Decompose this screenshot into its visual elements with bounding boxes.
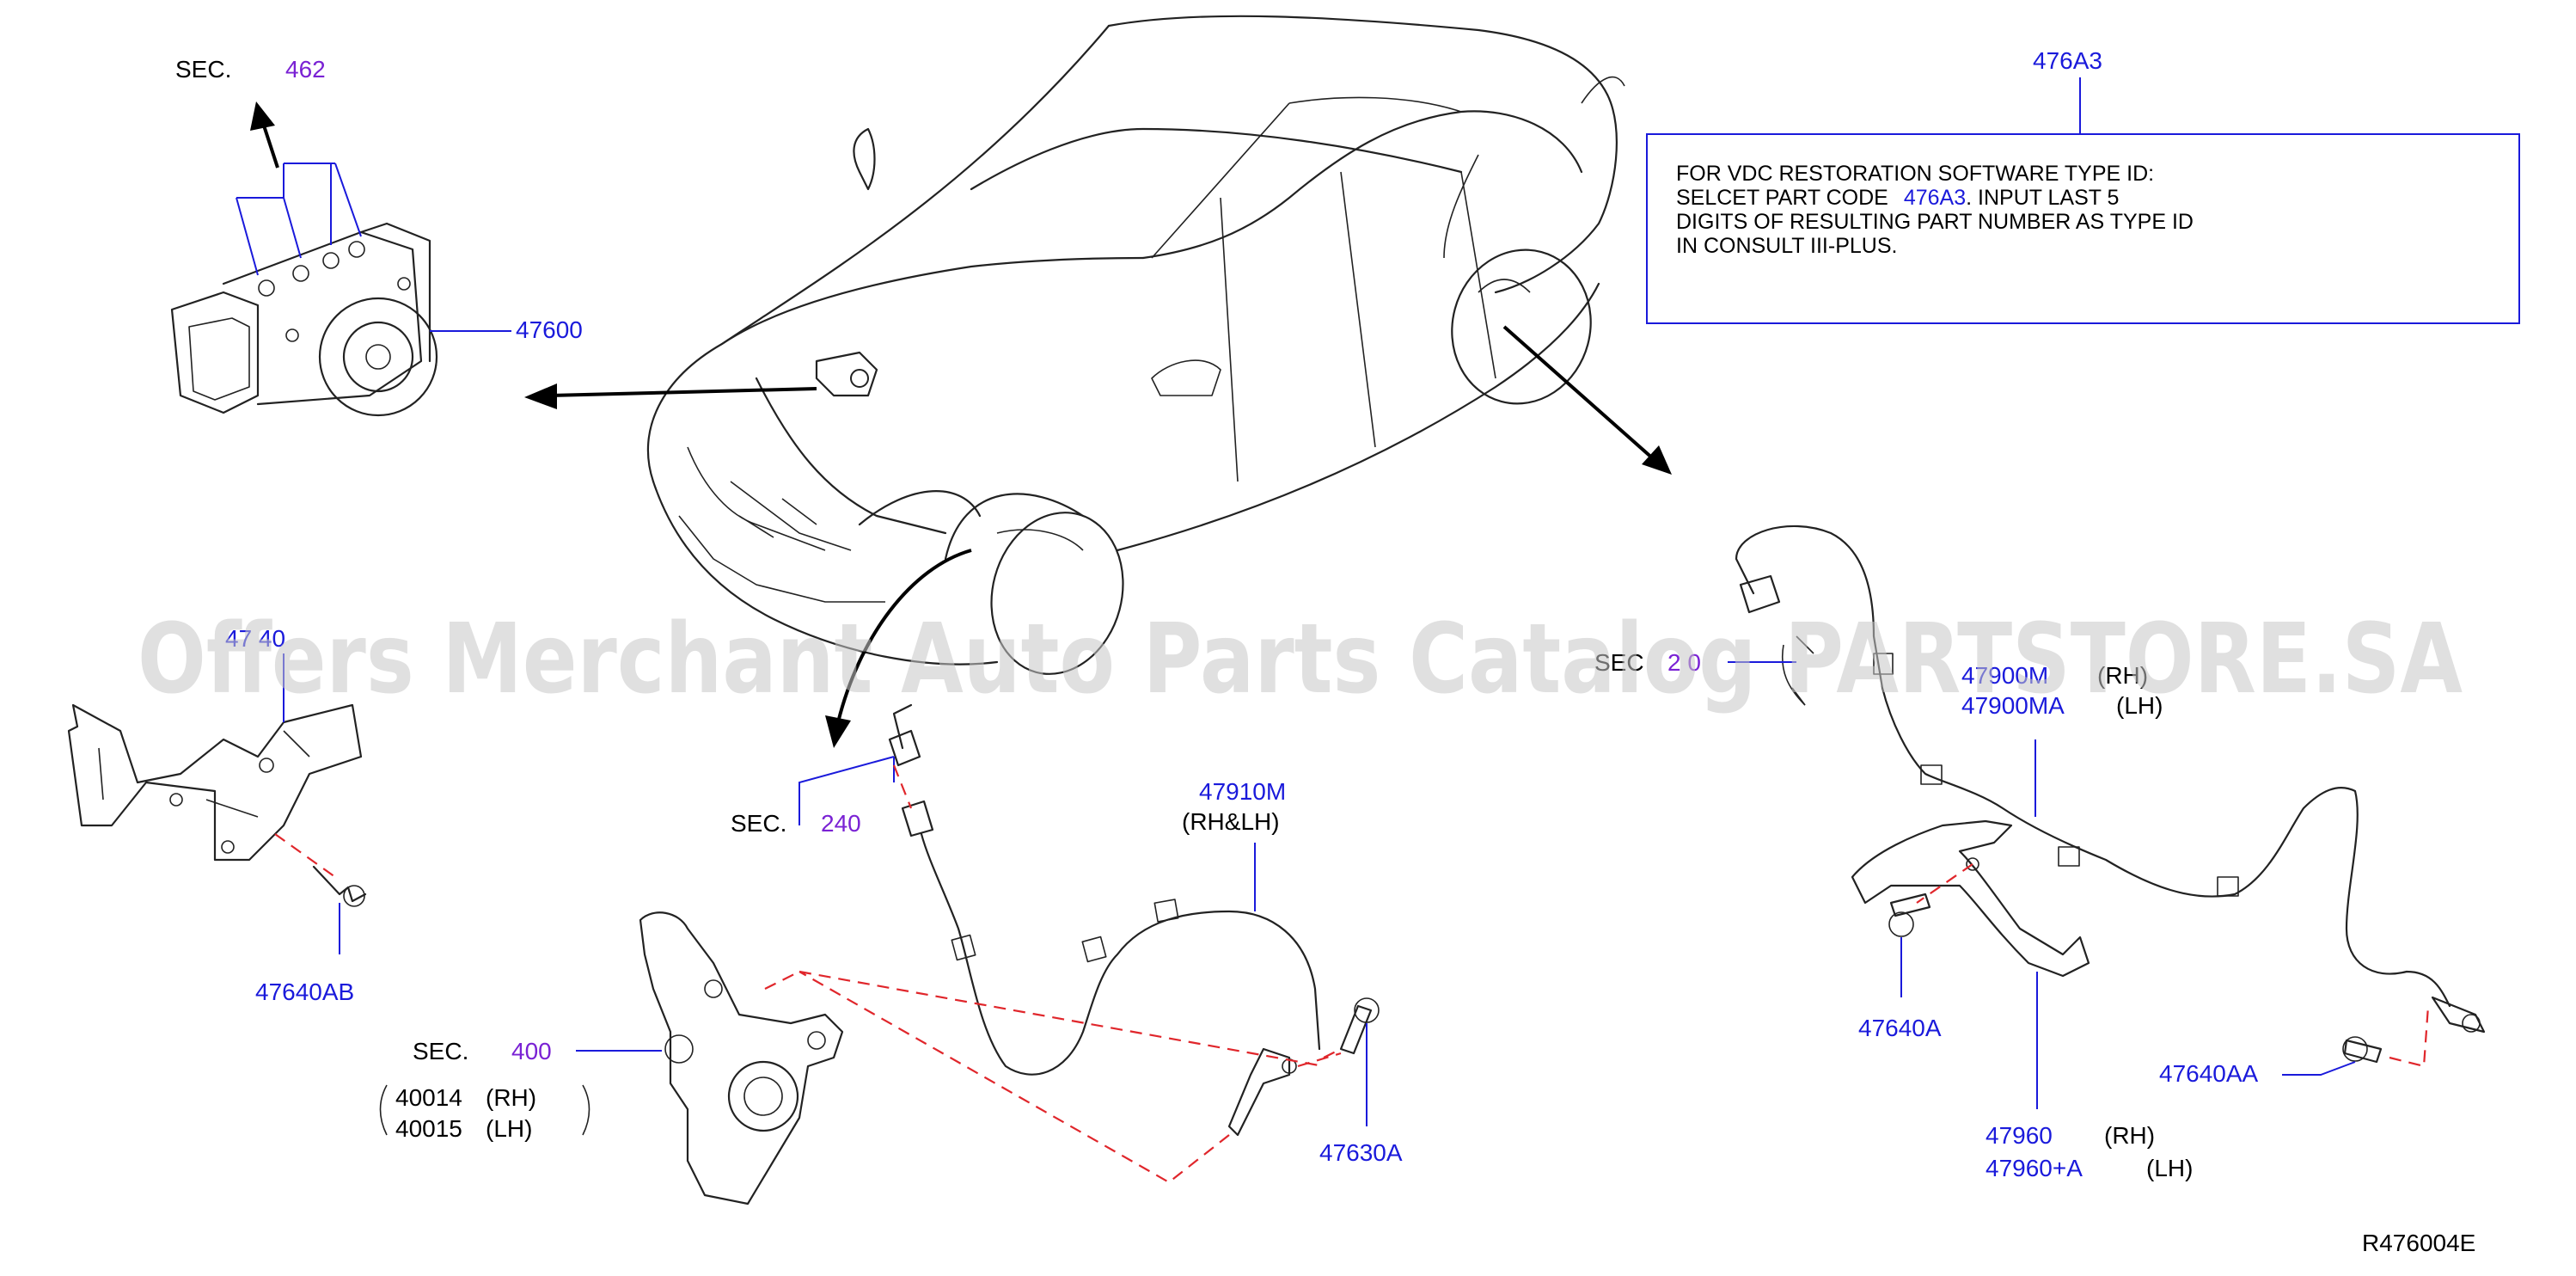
bracket-paren-right [582, 1084, 590, 1136]
note-line-3: DIGITS OF RESULTING PART NUMBER AS TYPE … [1676, 210, 2194, 234]
steering-knuckle [639, 911, 844, 1205]
note-line-1: FOR VDC RESTORATION SOFTWARE TYPE ID: [1676, 162, 2154, 186]
part-47900m-side: (RH) [2097, 662, 2148, 689]
note-line-2-code: 476A3 [1904, 186, 1966, 210]
sec462-link[interactable]: 462 [285, 56, 326, 83]
pointer-arrows [250, 101, 1672, 748]
part-47600[interactable]: 47600 [516, 316, 583, 343]
sec240-link[interactable]: 240 [821, 810, 861, 837]
leader-sec240 [798, 756, 895, 825]
note-line-4: IN CONSULT III-PLUS. [1676, 234, 1897, 258]
leader-47640aa [2282, 1061, 2356, 1076]
part-47640ab[interactable]: 47640AB [255, 978, 354, 1005]
bolt-47630a [1339, 997, 1380, 1055]
watermark-text: Offers Merchant Auto Parts Catalog PARTS… [138, 604, 2463, 715]
part-40014: 40014 [395, 1084, 462, 1111]
part-47910m-side: (RH&LH) [1182, 808, 1280, 835]
part-40015: 40015 [395, 1115, 462, 1142]
figure-id: R476004E [2362, 1230, 2475, 1256]
sec462-prefix: SEC. [175, 56, 231, 83]
abs-actuator-unit [170, 163, 438, 417]
front-wheel-sensor-harness [888, 703, 1321, 1137]
part-40014-side: (RH) [486, 1084, 536, 1111]
part-47640aa[interactable]: 47640AA [2159, 1060, 2259, 1087]
note-line-2-a: SELCET PART CODE [1676, 186, 1888, 210]
rear-sec-prefix: SEC [1594, 649, 1644, 676]
note-line-2: SELCET PART CODE 476A3. INPUT LAST 5 [1676, 186, 2119, 210]
rear-wheel-sensor-harness [1735, 525, 2486, 1034]
bolt-47640ab [312, 865, 367, 907]
part-47910m[interactable]: 47910M [1199, 778, 1286, 805]
note-line-2-b: . INPUT LAST 5 [1966, 186, 2119, 210]
hidden-line-knuckle [798, 970, 1325, 1184]
part-40015-side: (LH) [486, 1115, 532, 1142]
sec400-prefix: SEC. [413, 1038, 468, 1064]
part-47960-side: (RH) [2104, 1122, 2155, 1149]
sec240-prefix: SEC. [731, 810, 786, 837]
vehicle-illustration [646, 15, 1625, 675]
part-47640a[interactable]: 47640A [1858, 1015, 1942, 1041]
part-47900ma[interactable]: 47900MA [1961, 692, 2065, 719]
sec400-link[interactable]: 400 [511, 1038, 552, 1064]
bolt-47640a [1888, 893, 1931, 937]
part-47960a[interactable]: 47960+A [1986, 1155, 2083, 1181]
rear-sensor-bracket [1851, 819, 2090, 978]
part-47900m[interactable]: 47900M [1961, 662, 2048, 689]
bolt-47640aa [2342, 1036, 2383, 1064]
part-bracket-top[interactable]: 47 40 [225, 625, 285, 652]
part-47900ma-side: (LH) [2116, 692, 2163, 719]
note-box [1646, 133, 2520, 324]
part-47630a[interactable]: 47630A [1319, 1139, 1403, 1166]
abs-bracket [67, 703, 363, 862]
part-47960[interactable]: 47960 [1986, 1122, 2053, 1149]
note-ref-label[interactable]: 476A3 [2033, 47, 2102, 74]
rear-sec-link[interactable]: 2 0 [1667, 649, 1701, 676]
bracket-paren-left [379, 1084, 388, 1136]
part-47960a-side: (LH) [2146, 1155, 2193, 1181]
